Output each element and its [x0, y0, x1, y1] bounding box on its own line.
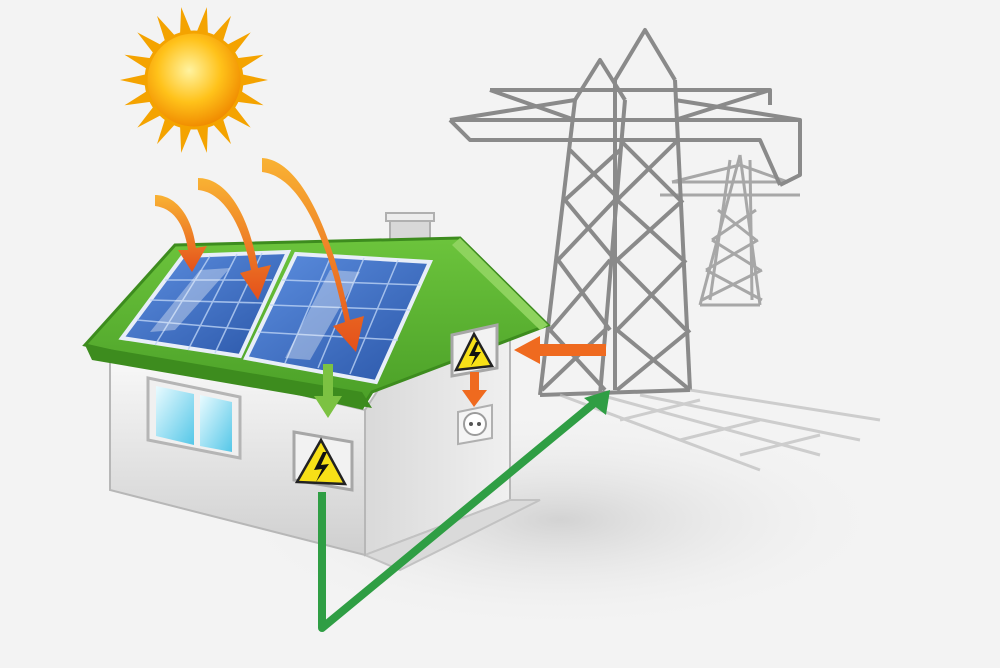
roof-edge — [85, 345, 372, 408]
sun-ray — [196, 125, 208, 153]
sun-ray — [157, 118, 176, 145]
sun-ray — [124, 54, 152, 70]
meter-box-side — [450, 323, 499, 378]
power-outlet-icon — [457, 403, 493, 446]
roof-gable-edge — [452, 238, 548, 330]
sun-ray — [226, 32, 251, 54]
sun-ray — [226, 106, 251, 128]
export-line — [318, 396, 601, 632]
sunlight-arrow — [155, 195, 207, 272]
meter-box-front — [292, 430, 354, 492]
outlet-supply-arrow — [462, 372, 487, 407]
sunlight-arrow — [198, 178, 271, 300]
grid-import-arrow — [514, 336, 606, 364]
sunlight-arrow — [262, 158, 364, 352]
sun-ray — [180, 7, 192, 35]
sun-ray — [212, 118, 231, 145]
sun-ray — [180, 125, 192, 153]
transmission-tower-icon — [660, 154, 800, 307]
sun-ray — [196, 7, 208, 35]
house-window — [146, 376, 242, 460]
sun-ray — [157, 15, 176, 42]
sun-ray — [236, 90, 264, 106]
export-arrow-head — [584, 390, 610, 415]
sun-icon — [120, 7, 268, 153]
sunlight-arrows — [155, 158, 364, 352]
high-voltage-warning-icon — [453, 331, 495, 372]
sun-ray — [137, 32, 162, 54]
transmission-tower-icon — [448, 28, 802, 397]
sun-ray — [236, 54, 264, 70]
solar-output-arrow — [314, 364, 342, 418]
sun-ray — [120, 74, 147, 86]
sun-ray — [241, 74, 268, 86]
sun-ray — [212, 15, 231, 42]
sun-ray — [124, 90, 152, 106]
high-voltage-warning-icon — [294, 437, 348, 486]
sun-ray — [137, 106, 162, 128]
